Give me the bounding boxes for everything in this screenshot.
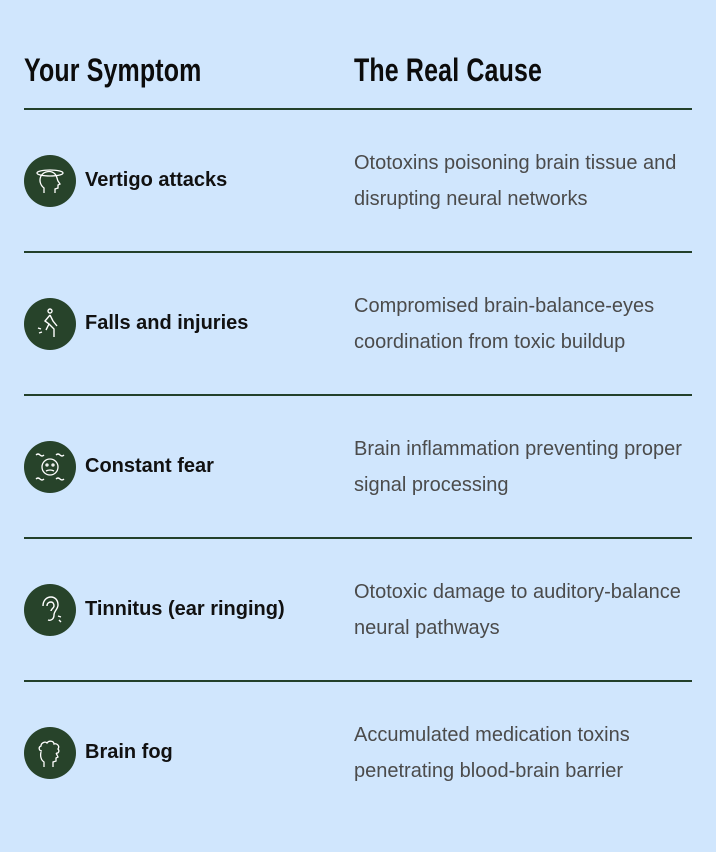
cause-text: Brain inflammation preventing proper sig…: [354, 437, 682, 496]
ear-icon: [24, 583, 76, 636]
anxious-face-icon: [24, 440, 76, 493]
table-row: Constant fear Brain inflammation prevent…: [24, 394, 692, 537]
column-header-cause: The Real Cause: [354, 52, 543, 88]
symptom-cause-table: Vertigo attacks Ototoxins poisoning brai…: [24, 108, 692, 823]
cloudy-head-icon: [24, 726, 76, 779]
table-row: Falls and injuries Compromised brain-bal…: [24, 251, 692, 394]
symptom-label: Vertigo attacks: [85, 169, 228, 191]
cause-text: Compromised brain-balance-eyes coordinat…: [354, 294, 655, 353]
symptom-label: Brain fog: [85, 741, 173, 763]
symptom-label: Falls and injuries: [85, 312, 249, 334]
cause-text: Accumulated medication toxins penetratin…: [354, 723, 630, 782]
symptom-label: Constant fear: [85, 455, 214, 477]
falling-person-icon: [24, 297, 76, 350]
table-row: Brain fog Accumulated medication toxins …: [24, 680, 692, 823]
column-header-symptom: Your Symptom: [24, 52, 202, 88]
table-row: Vertigo attacks Ototoxins poisoning brai…: [24, 108, 692, 251]
cause-text: Ototoxic damage to auditory-balance neur…: [354, 580, 681, 639]
dizzy-head-icon: [24, 154, 76, 207]
table-row: Tinnitus (ear ringing) Ototoxic damage t…: [24, 537, 692, 680]
symptom-label: Tinnitus (ear ringing): [85, 598, 285, 620]
cause-text: Ototoxins poisoning brain tissue and dis…: [354, 151, 677, 210]
